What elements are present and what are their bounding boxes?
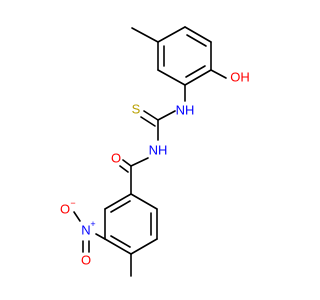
bond <box>186 34 207 47</box>
bond <box>95 233 106 240</box>
bond <box>119 165 129 173</box>
bond <box>157 69 186 86</box>
bond <box>131 27 159 43</box>
bond <box>104 193 132 210</box>
amine-nh-upper-label: NH <box>176 103 195 118</box>
bond-layer <box>73 26 227 277</box>
bond <box>130 238 158 255</box>
amine-nh-lower-label: NH <box>149 143 168 158</box>
nitro-minus-charge: − <box>70 198 75 208</box>
bond <box>104 238 132 255</box>
bond <box>122 159 132 167</box>
nitro-plus-charge: + <box>90 219 95 229</box>
carbonyl-oxygen-label: O <box>111 151 121 166</box>
bond <box>140 116 156 127</box>
bond <box>184 26 212 43</box>
bond <box>143 110 159 121</box>
bond <box>210 69 227 79</box>
sulfur-label: S <box>132 102 141 117</box>
hydroxyl-label: OH <box>230 70 250 85</box>
nitro-nitrogen-label: N <box>81 223 90 238</box>
bond <box>110 200 131 213</box>
nitro-oxygen-lower-label: O <box>81 253 91 268</box>
bond <box>110 235 131 248</box>
bond <box>185 65 206 78</box>
bond <box>157 110 176 121</box>
bond <box>130 157 149 167</box>
bond <box>157 26 186 43</box>
atom-label-layer: OH NH S NH O N + O − O <box>60 70 250 268</box>
nitro-oxygen-minus-label: O <box>60 202 70 217</box>
bond <box>130 193 158 210</box>
bond <box>184 69 212 86</box>
bond <box>73 211 81 222</box>
molecule-structure-diagram: OH NH S NH O N + O − O <box>60 26 250 277</box>
